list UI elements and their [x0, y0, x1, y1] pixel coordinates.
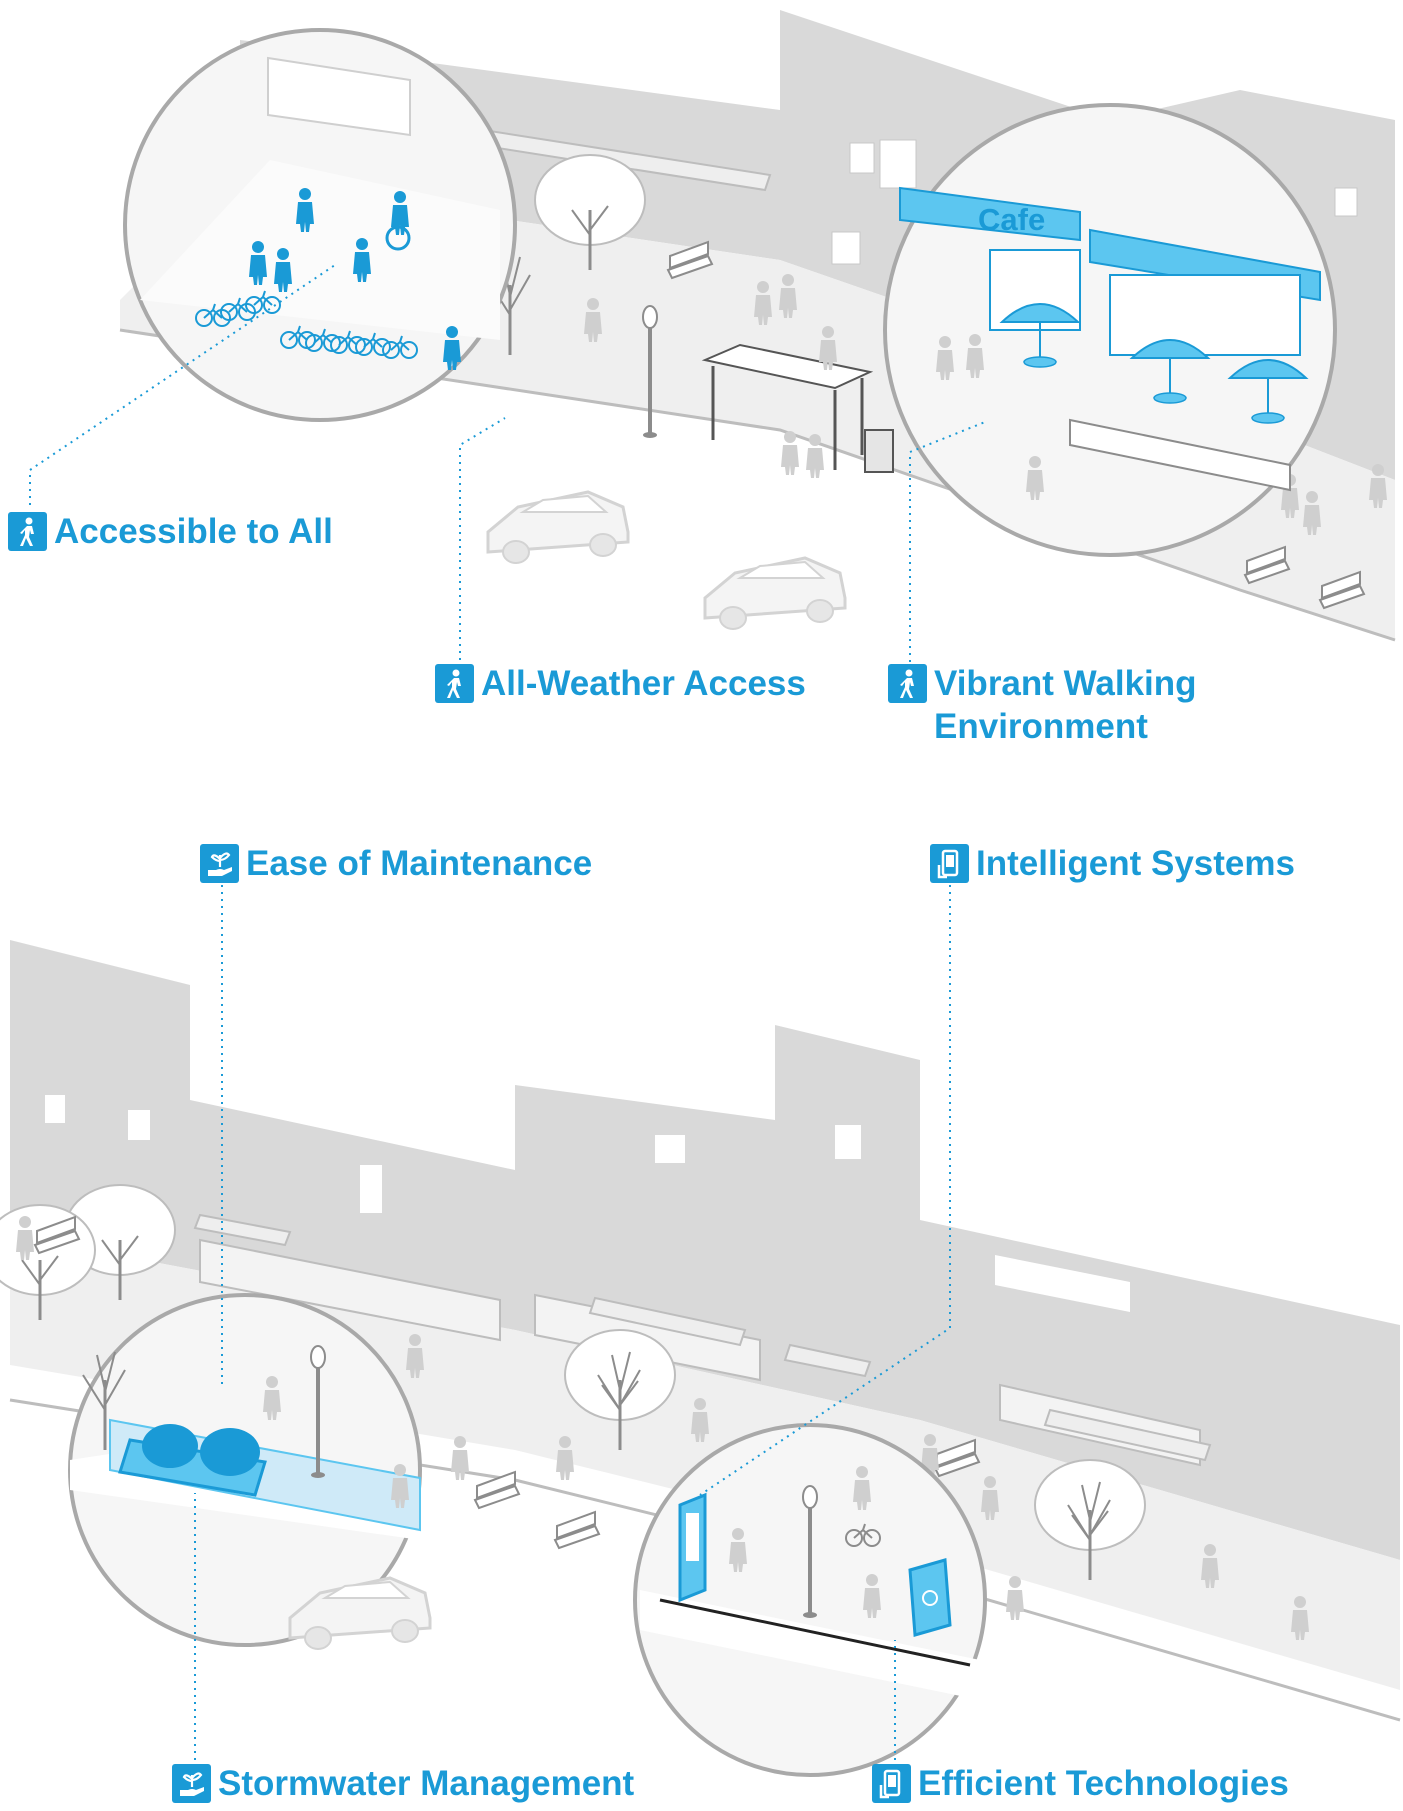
- recycling-bin: [908, 1558, 952, 1637]
- bottom-awning: [588, 1296, 747, 1347]
- callout-label: Stormwater Management: [218, 1764, 635, 1803]
- callout-efficient-technologies: Efficient Technologies: [872, 1762, 1289, 1805]
- top-car: [703, 556, 847, 631]
- top-street-scene: Cafe: [29, 10, 1396, 662]
- pedestrian-icon: [888, 664, 927, 703]
- bus-shelter: [701, 343, 894, 473]
- callout-accessible-to-all: Accessible to All: [8, 510, 333, 553]
- top-car: [486, 490, 630, 565]
- pedestrian-icon: [8, 512, 47, 551]
- callout-ease-of-maintenance: Ease of Maintenance: [200, 842, 592, 885]
- bottom-bench: [554, 1511, 600, 1549]
- bottom-window: [360, 1165, 382, 1213]
- smart-kiosk: [678, 1492, 707, 1603]
- accessibility-magnifier: [123, 28, 517, 422]
- top-window: [849, 142, 875, 174]
- cafe-sign: Cafe: [978, 202, 1045, 237]
- callout-label: All-Weather Access: [481, 664, 806, 703]
- callout-label: Intelligent Systems: [976, 844, 1295, 883]
- bottom-street-scene: [0, 885, 1401, 1777]
- top-window: [831, 231, 861, 265]
- bottom-window: [128, 1110, 150, 1140]
- bottom-sign-panel: [995, 1255, 1130, 1312]
- callout-stormwater-management: Stormwater Management: [172, 1762, 634, 1805]
- callout-label: Ease of Maintenance: [246, 844, 593, 883]
- bottom-awning: [193, 1213, 292, 1247]
- callout-label: Efficient Technologies: [918, 1764, 1289, 1803]
- bottom-awning: [783, 1343, 872, 1378]
- plant-in-hand-icon: [200, 844, 239, 883]
- plant-in-hand-icon: [172, 1764, 211, 1803]
- top-window: [1334, 187, 1358, 217]
- bottom-awning: [1043, 1408, 1212, 1462]
- bottom-window: [45, 1095, 65, 1123]
- bottom-window: [835, 1125, 861, 1159]
- callout-label: Accessible to All: [54, 512, 333, 551]
- pedestrian-icon: [435, 664, 474, 703]
- top-leader-lines: [29, 264, 986, 662]
- stormwater-magnifier: [68, 1293, 432, 1651]
- callout-intelligent-systems: Intelligent Systems: [930, 842, 1295, 885]
- top-window: [879, 139, 917, 189]
- bottom-window: [655, 1135, 685, 1163]
- callout-all-weather-access: All-Weather Access: [435, 662, 806, 705]
- callout-vibrant-walking-environment: Vibrant Walking Environment: [888, 662, 1197, 748]
- smart-device-icon: [872, 1764, 911, 1803]
- bottom-leader-lines: [194, 885, 951, 1760]
- cafe-magnifier: Cafe: [883, 103, 1337, 557]
- callout-label-line: Vibrant Walking: [934, 664, 1197, 703]
- callout-label-line: Environment: [934, 707, 1148, 746]
- smart-device-icon: [930, 844, 969, 883]
- technologies-magnifier: [633, 1423, 987, 1777]
- bottom-storefront: [199, 1238, 501, 1342]
